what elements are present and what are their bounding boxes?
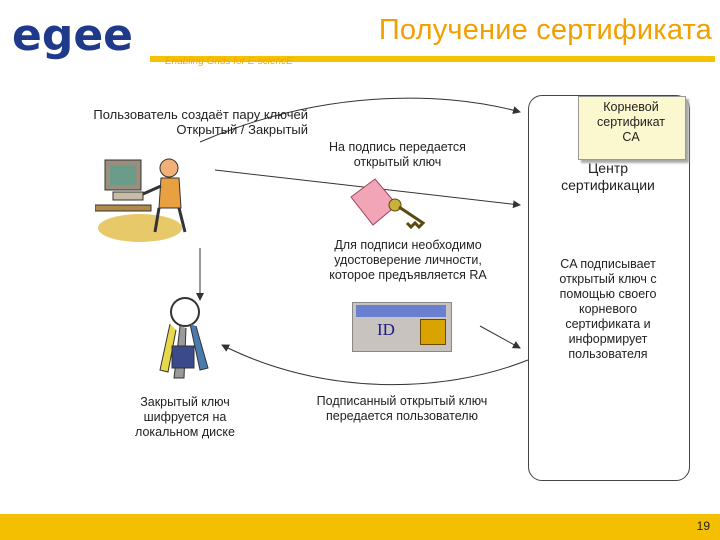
private-key-encrypt-text: Закрытый ключ шифруется на локальном дис… bbox=[135, 395, 235, 439]
page-number: 19 bbox=[696, 519, 710, 533]
logo-text: egee bbox=[12, 10, 133, 61]
page-title: Получение сертификата bbox=[378, 14, 712, 46]
root-certificate-icon bbox=[578, 96, 686, 160]
id-card-photo bbox=[420, 319, 446, 345]
arrow-identity bbox=[479, 325, 521, 349]
signed-key-return-text: Подписанный открытый ключ передается пол… bbox=[316, 394, 488, 423]
tagline: Enabling Grids for E-sciencE bbox=[165, 56, 293, 67]
user-computer-icon bbox=[95, 158, 187, 242]
id-card-header bbox=[356, 305, 446, 317]
footer-bar bbox=[0, 514, 720, 540]
egee-logo-icon: egee bbox=[4, 4, 174, 64]
header-divider bbox=[150, 56, 715, 62]
keyring-icon bbox=[159, 297, 209, 379]
ca-signs-text: CA подписывает открытый ключ с помощью с… bbox=[559, 257, 657, 361]
identity-text: Для подписи необходимо удостоверение лич… bbox=[329, 238, 487, 282]
ca-container bbox=[528, 95, 690, 481]
public-key-tag-icon bbox=[350, 178, 426, 230]
user-creates-text: Пользователь создаёт пару ключей Открыты… bbox=[93, 107, 308, 137]
sign-pass-text: На подпись передается открытый ключ bbox=[329, 140, 466, 169]
id-card-label: ID bbox=[377, 320, 395, 339]
root-certificate-label: Корневой сертификат CA bbox=[597, 100, 665, 144]
ca-center-label: Центр сертификации bbox=[561, 160, 655, 193]
